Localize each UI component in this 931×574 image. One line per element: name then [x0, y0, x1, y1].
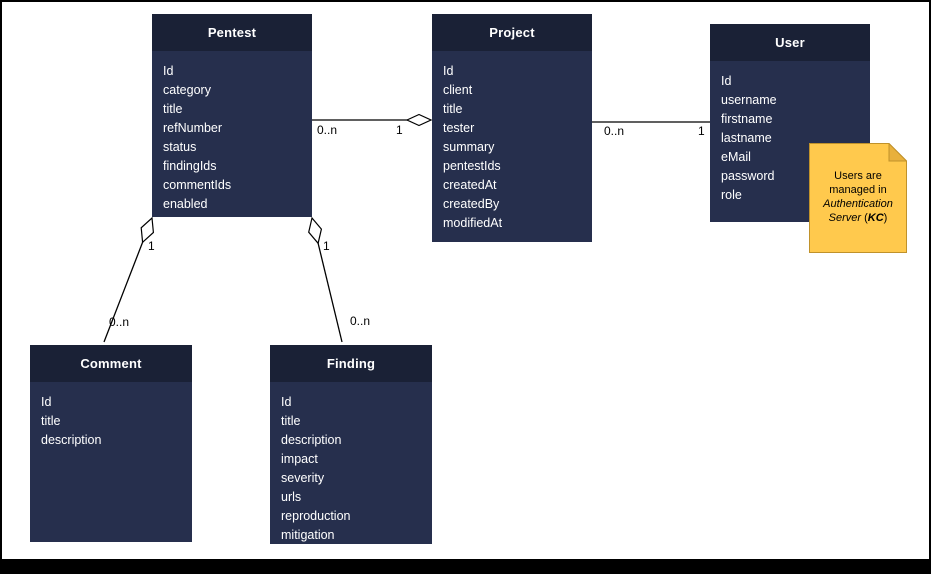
entity-field: title: [443, 102, 463, 116]
entity-finding-title: Finding: [270, 345, 432, 382]
multiplicity-pentest-project-source: 0..n: [317, 123, 338, 137]
multiplicity-pentest-finding-source: 1: [323, 239, 330, 253]
entity-comment-fields: Id title description: [30, 382, 192, 450]
entity-user-title: User: [710, 24, 870, 61]
sticky-note-fold-icon: [888, 143, 907, 162]
entity-project-title: Project: [432, 14, 592, 51]
entity-field: lastname: [721, 131, 772, 145]
entity-field: findingIds: [163, 159, 217, 173]
multiplicity-project-user-target: 1: [698, 124, 705, 138]
entity-field: Id: [163, 64, 174, 78]
entity-finding[interactable]: Finding Id title description impact severity…: [270, 345, 432, 544]
entity-field: password: [721, 169, 775, 183]
entity-field: role: [721, 188, 742, 202]
entity-field: createdAt: [443, 178, 497, 192]
entity-field: tester: [443, 121, 475, 135]
entity-comment[interactable]: Comment Id title description: [30, 345, 192, 542]
entity-field: refNumber: [163, 121, 223, 135]
entity-user-fields: Id username firstname lastname eMail password…: [710, 61, 870, 205]
entity-comment-title: Comment: [30, 345, 192, 382]
entity-field: client: [443, 83, 473, 97]
entity-field: enabled: [163, 197, 208, 211]
entity-field: mitigation: [281, 528, 335, 542]
entity-field: impact: [281, 452, 318, 466]
entity-field: title: [41, 414, 61, 428]
entity-project-fields: Id client title tester summary pentestIds crea…: [432, 51, 592, 233]
multiplicity-pentest-finding-target: 0..n: [350, 314, 371, 328]
entity-pentest[interactable]: Pentest Id category title refNumber status fi…: [152, 14, 312, 217]
entity-field: urls: [281, 490, 302, 504]
entity-field: description: [41, 433, 102, 447]
note-line-normal: Users are managed in: [829, 170, 887, 196]
multiplicity-pentest-comment-source: 1: [148, 239, 155, 253]
entity-project[interactable]: Project Id client title tester summary pentes…: [432, 14, 592, 242]
entity-finding-fields: Id title description impact severity urls repr…: [270, 382, 432, 545]
note-line-italic: Authentication Server: [823, 198, 893, 224]
entity-field: severity: [281, 471, 325, 485]
entity-field: summary: [443, 140, 495, 154]
entity-field: status: [163, 140, 197, 154]
entity-pentest-fields: Id category title refNumber status findingIds…: [152, 51, 312, 214]
sticky-note[interactable]: [809, 143, 907, 253]
entity-field: firstname: [721, 112, 773, 126]
note-paren-open: (: [864, 212, 868, 224]
entity-field: description: [281, 433, 342, 447]
entity-field: createdBy: [443, 197, 500, 211]
multiplicity-pentest-project-target: 1: [396, 123, 403, 137]
entity-field: pentestIds: [443, 159, 501, 173]
multiplicity-pentest-comment-target: 0..n: [109, 315, 130, 329]
entity-field: Id: [443, 64, 454, 78]
aggregation-diamond-icon: [405, 113, 433, 127]
note-strong: KC: [867, 212, 884, 224]
entity-pentest-title: Pentest: [152, 14, 312, 51]
sticky-note-text: Users are managed in Authentication Serv…: [811, 148, 905, 246]
entity-field: username: [721, 93, 777, 107]
entity-field: Id: [281, 395, 292, 409]
note-paren-close: ): [883, 212, 888, 224]
entity-field: reproduction: [281, 509, 351, 523]
bottom-bar: [2, 559, 929, 572]
entity-field: commentIds: [163, 178, 232, 192]
entity-field: Id: [721, 74, 732, 88]
sticky-note-body[interactable]: [809, 143, 907, 253]
aggregation-diamond-icon: [308, 216, 323, 245]
aggregation-diamond-icon: [140, 216, 155, 244]
entity-field: category: [163, 83, 211, 97]
entity-field: modifiedAt: [443, 216, 503, 230]
entity-field: eMail: [721, 150, 751, 164]
entity-field: Id: [41, 395, 52, 409]
entity-field: title: [281, 414, 301, 428]
entity-field: title: [163, 102, 183, 116]
multiplicity-project-user-source: 0..n: [604, 124, 625, 138]
